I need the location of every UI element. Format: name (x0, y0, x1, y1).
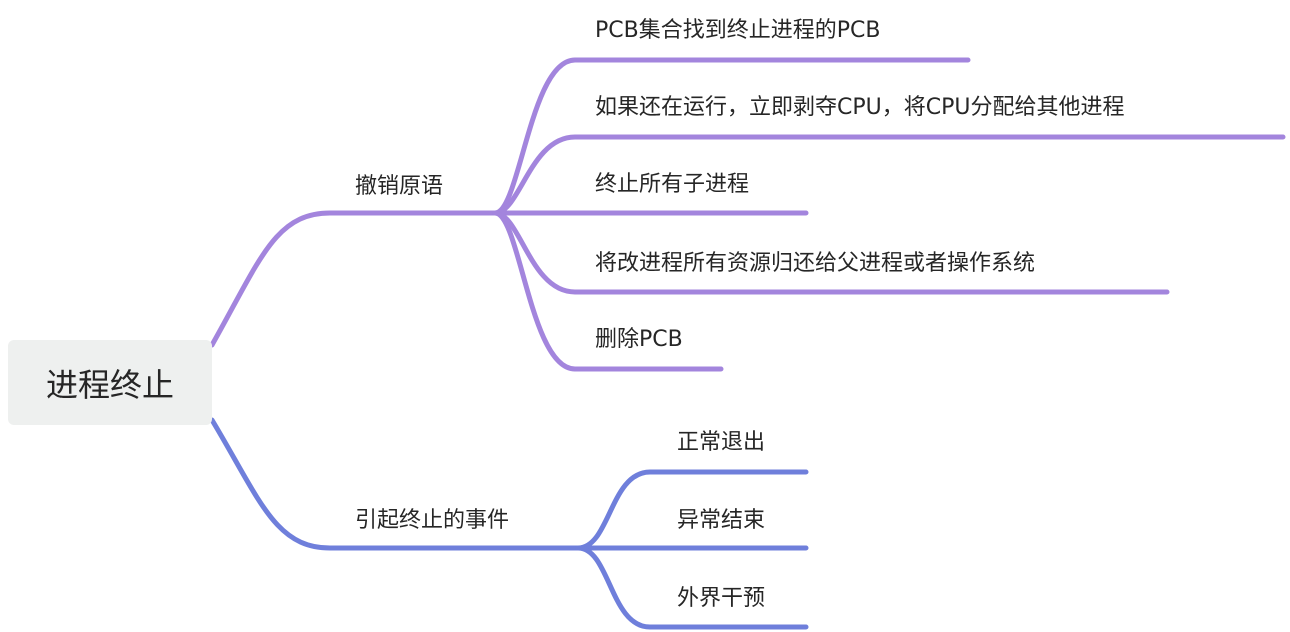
root-node[interactable]: 进程终止 (8, 340, 212, 425)
branch-connectors-revoke-primitive (209, 57, 1286, 372)
leaf-label: 外界干预 (677, 586, 766, 611)
branch-to-leaf-connector (492, 210, 724, 372)
branch-to-leaf-connector (492, 57, 971, 216)
leaf-label: 终止所有子进程 (595, 172, 750, 197)
root-label: 进程终止 (45, 365, 174, 404)
leaf-label: 异常结束 (677, 508, 766, 533)
branch-to-leaf-connector (575, 469, 809, 551)
root-to-branch-connector (209, 417, 581, 551)
branch-to-leaf-connector (575, 545, 809, 630)
leaf-label: 正常退出 (677, 430, 766, 455)
leaf-node[interactable]: 正常退出 (677, 432, 765, 454)
root-to-branch-connector (209, 210, 498, 348)
leaf-node[interactable]: 删除PCB (595, 329, 683, 351)
leaf-node[interactable]: 如果还在运行，立即剥夺CPU，将CPU分配给其他进程 (595, 97, 1124, 119)
leaf-label: PCB集合找到终止进程的PCB (595, 18, 881, 43)
branch-label: 撤销原语 (355, 174, 444, 199)
leaf-label: 删除PCB (595, 327, 683, 352)
leaf-node[interactable]: PCB集合找到终止进程的PCB (595, 20, 880, 42)
branch-node-termination-events[interactable]: 引起终止的事件 (355, 510, 509, 532)
leaf-node[interactable]: 将改进程所有资源归还给父进程或者操作系统 (595, 253, 1035, 275)
branch-node-revoke-primitive[interactable]: 撤销原语 (355, 176, 443, 198)
branch-to-leaf-connector (492, 134, 1286, 216)
branch-connectors-termination-events (209, 417, 809, 630)
leaf-node[interactable]: 外界干预 (677, 588, 765, 610)
leaf-label: 如果还在运行，立即剥夺CPU，将CPU分配给其他进程 (595, 95, 1125, 120)
leaf-node[interactable]: 异常结束 (677, 510, 765, 532)
leaf-node[interactable]: 终止所有子进程 (595, 174, 749, 196)
leaf-label: 将改进程所有资源归还给父进程或者操作系统 (595, 251, 1036, 276)
branch-label: 引起终止的事件 (355, 508, 510, 533)
